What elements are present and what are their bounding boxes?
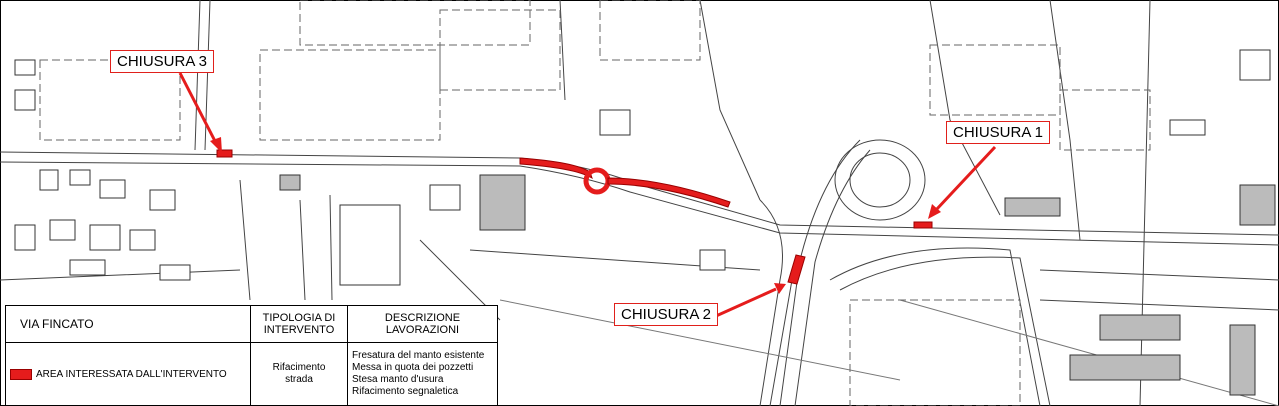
legend-area: AREA INTERESSATA DALL'INTERVENTO xyxy=(5,342,251,406)
work-item: Fresatura del manto esistente xyxy=(352,350,485,361)
street-name: VIA FINCATO xyxy=(5,305,251,343)
type-header-line: INTERVENTO xyxy=(263,324,335,336)
works-list: Fresatura del manto esistente Messa in q… xyxy=(347,342,498,406)
buildings xyxy=(14,49,1276,396)
type-value-line: strada xyxy=(285,374,313,385)
description-header-line: DESCRIZIONE xyxy=(384,312,461,324)
callout-chiusura-1: CHIUSURA 1 xyxy=(946,121,1051,144)
description-header-line: LAVORAZIONI xyxy=(385,324,460,336)
callout-arrows xyxy=(178,72,997,318)
type-header-line: TIPOLOGIA DI xyxy=(262,312,336,324)
work-item: Rifacimento segnaletica xyxy=(352,386,459,397)
street-name-text: VIA FINCATO xyxy=(20,317,94,331)
work-item: Stesa manto d'usura xyxy=(352,374,444,385)
work-item: Messa in quota dei pozzetti xyxy=(352,362,474,373)
callout-chiusura-3: CHIUSURA 3 xyxy=(110,50,215,73)
type-value-line: Rifacimento xyxy=(272,362,326,373)
parcels xyxy=(39,0,1151,406)
red-area-swatch-icon xyxy=(10,368,32,380)
intervention-areas xyxy=(216,149,933,285)
callout-chiusura-2: CHIUSURA 2 xyxy=(614,303,719,326)
legend-area-label: AREA INTERESSATA DALL'INTERVENTO xyxy=(36,369,227,380)
